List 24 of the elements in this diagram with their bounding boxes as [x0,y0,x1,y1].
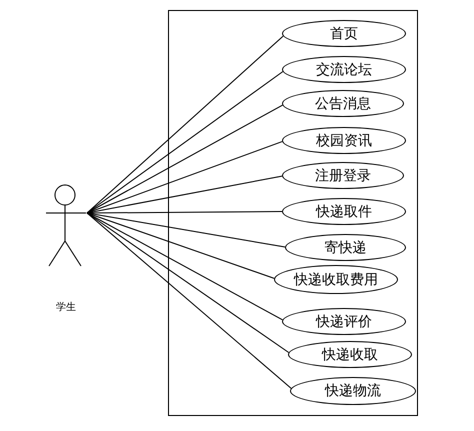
association-line [86,211,282,214]
use-case-ellipse: 快递评价 [282,308,406,335]
use-case-ellipse: 快递取件 [282,198,406,225]
association-line [86,212,283,320]
use-case-ellipse: 首页 [282,20,406,47]
use-case-ellipse: 公告消息 [282,90,404,117]
association-line [86,176,283,214]
association-line [86,212,286,248]
use-case-ellipse: 快递物流 [290,377,416,405]
association-line [86,104,283,214]
association-line [86,141,283,214]
association-line [86,71,284,214]
association-line [86,212,292,389]
use-case-ellipse: 快递收取费用 [274,265,398,294]
association-line [86,36,284,214]
association-line [86,212,290,353]
use-case-ellipse: 交流论坛 [282,56,406,83]
system-boundary [168,10,418,416]
actor-label: 学生 [55,300,77,314]
use-case-ellipse: 校园资讯 [282,127,406,154]
use-case-ellipse: 快递收取 [288,341,412,368]
use-case-ellipse: 寄快递 [285,234,406,261]
use-case-ellipse: 注册登录 [282,162,404,189]
association-line [86,212,275,279]
